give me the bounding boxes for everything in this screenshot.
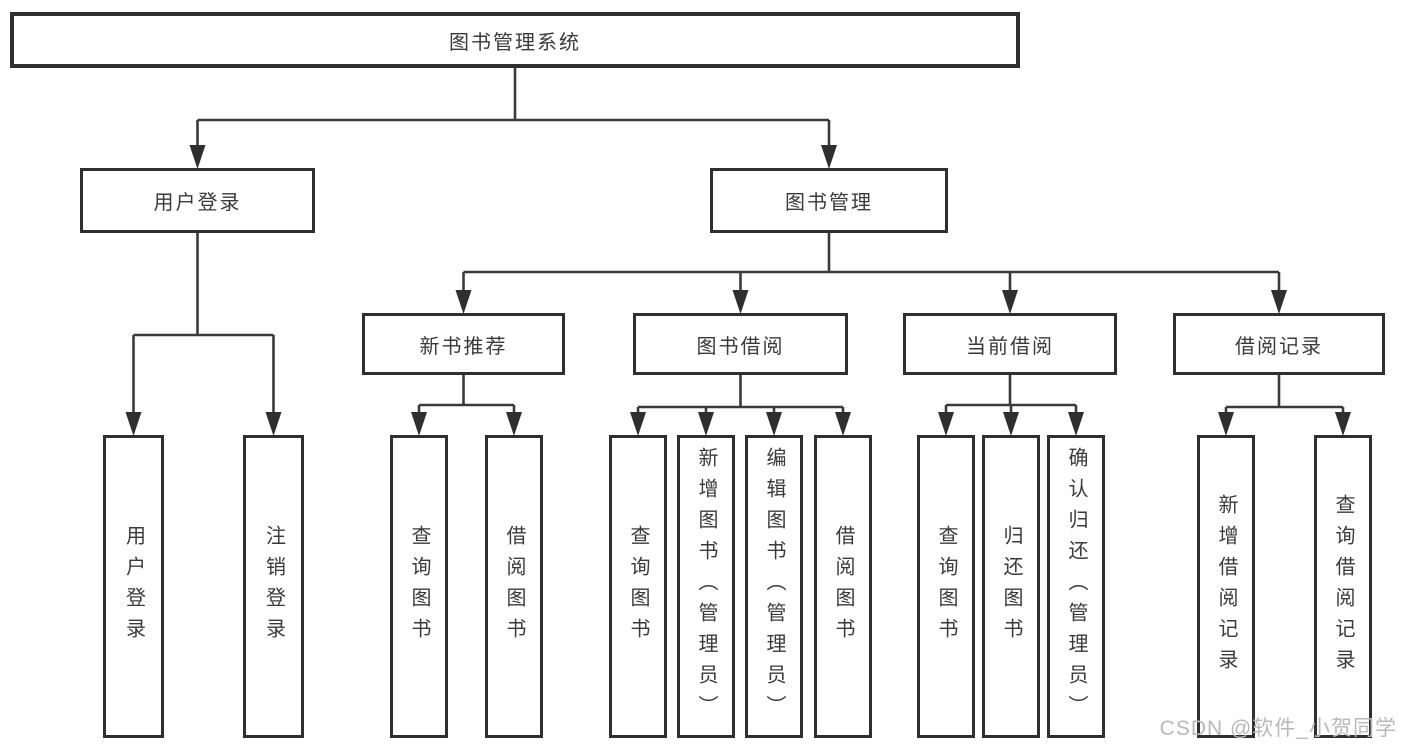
leaf-return-book: 归还图书	[982, 435, 1040, 738]
leaf-borrow-book-recommend: 借阅图书	[485, 435, 543, 738]
leaf-query-book-current-label: 查询图书	[935, 524, 957, 649]
node-book-management: 图书管理	[710, 168, 948, 233]
leaf-add-book-admin: 新增图书（管理员）	[677, 435, 735, 738]
node-borrow-records: 借阅记录	[1173, 313, 1385, 375]
leaf-query-book-recommend: 查询图书	[390, 435, 448, 738]
node-new-book-recommend-label: 新书推荐	[419, 335, 508, 358]
node-book-borrow: 图书借阅	[633, 313, 848, 375]
leaf-edit-book-admin: 编辑图书（管理员）	[745, 435, 803, 738]
node-user-login-label: 用户登录	[153, 192, 242, 214]
leaf-query-book-recommend-label: 查询图书	[408, 524, 430, 649]
leaf-query-book-borrow-label: 查询图书	[627, 524, 649, 649]
leaf-confirm-return-admin: 确认归还（管理员）	[1047, 435, 1105, 738]
leaf-query-borrow-record-label: 查询借阅记录	[1332, 493, 1354, 680]
leaf-add-book-admin-label: 新增图书（管理员）	[695, 447, 717, 726]
leaf-query-book-borrow: 查询图书	[609, 435, 667, 738]
leaf-user-login-label: 用户登录	[122, 524, 145, 649]
leaf-borrow-book-borrow: 借阅图书	[814, 435, 872, 738]
leaf-logout: 注销登录	[243, 435, 304, 738]
leaf-borrow-book-borrow-label: 借阅图书	[832, 524, 854, 649]
leaf-add-borrow-record: 新增借阅记录	[1197, 435, 1255, 738]
leaf-edit-book-admin-label: 编辑图书（管理员）	[763, 447, 785, 726]
leaf-borrow-book-recommend-label: 借阅图书	[503, 524, 525, 649]
node-root-system: 图书管理系统	[10, 12, 1020, 68]
leaf-query-book-current: 查询图书	[917, 435, 975, 738]
node-borrow-records-label: 借阅记录	[1235, 335, 1323, 358]
leaf-confirm-return-admin-label: 确认归还（管理员）	[1065, 447, 1087, 726]
csdn-watermark: CSDN @软件_小贺同学	[1159, 717, 1397, 740]
node-current-borrow-label: 当前借阅	[966, 335, 1054, 358]
node-root-label: 图书管理系统	[449, 31, 581, 54]
leaf-query-borrow-record: 查询借阅记录	[1314, 435, 1372, 738]
leaf-add-borrow-record-label: 新增借阅记录	[1215, 493, 1237, 680]
node-current-borrow: 当前借阅	[903, 313, 1117, 375]
node-book-borrow-label: 图书借阅	[696, 335, 785, 358]
node-user-login: 用户登录	[80, 168, 315, 233]
leaf-return-book-label: 归还图书	[1000, 524, 1022, 649]
leaf-logout-label: 注销登录	[262, 524, 285, 649]
node-new-book-recommend: 新书推荐	[362, 313, 565, 375]
leaf-user-login: 用户登录	[103, 435, 164, 738]
node-book-management-label: 图书管理	[785, 192, 873, 214]
